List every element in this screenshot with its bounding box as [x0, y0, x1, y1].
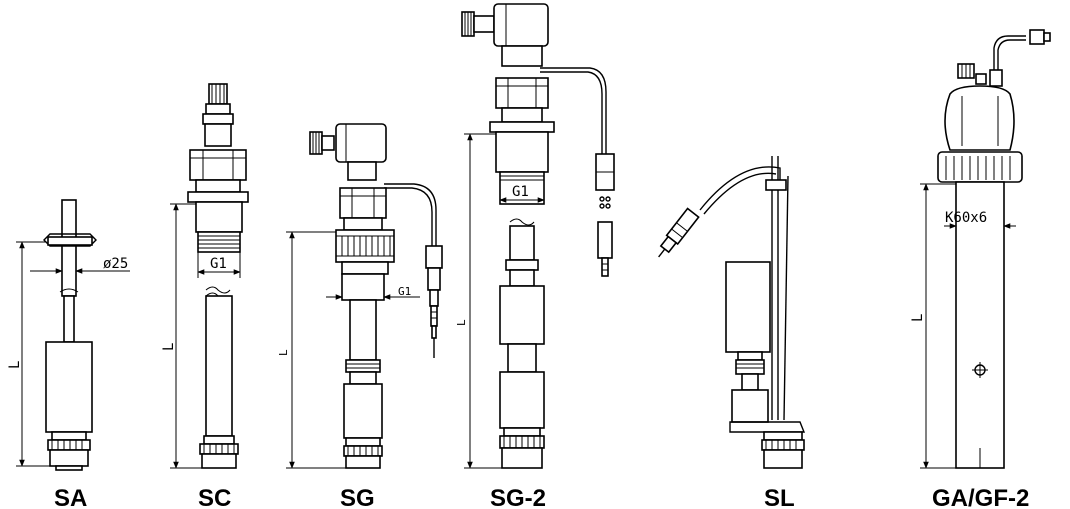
sc-thread-label: G1 — [210, 256, 227, 272]
sg-length-label: L — [277, 349, 290, 356]
sensor-sg2: G1 L SG-2 — [455, 3, 615, 509]
sensor-sl: SL — [658, 156, 806, 509]
sl-label: SL — [764, 485, 795, 509]
sa-length-label: L — [7, 361, 23, 369]
sa-label: SA — [54, 485, 87, 509]
sensor-sg: G1 L SG — [277, 123, 443, 509]
sg2-length-label: L — [455, 319, 468, 326]
sc-length-label: L — [161, 343, 177, 351]
sensor-gagf2: K60x6 L GA/GF-2 — [910, 29, 1051, 509]
sc-label: SC — [198, 485, 231, 509]
sensor-sc: G1 L SC — [161, 83, 249, 509]
sg2-thread-label: G1 — [512, 184, 529, 200]
sensor-sa: ø25 L SA — [7, 199, 130, 509]
sg-label: SG — [340, 485, 375, 509]
sa-diameter-label: ø25 — [103, 256, 128, 272]
sg-thread-label: G1 — [398, 285, 411, 298]
gagf2-length-label: L — [910, 314, 926, 322]
gagf2-label: GA/GF-2 — [932, 485, 1029, 509]
sg2-label: SG-2 — [490, 485, 546, 509]
gagf2-thread-label: K60x6 — [945, 210, 987, 226]
